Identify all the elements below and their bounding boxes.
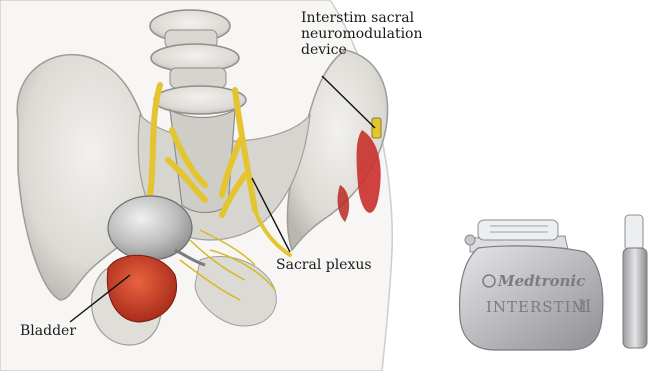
device-label-line3: device xyxy=(301,42,491,58)
device-label-line1: Interstim sacral xyxy=(301,10,491,26)
interstim-device-front: Medtronic INTERSTIM II xyxy=(460,220,603,350)
device-model: INTERSTIM xyxy=(486,298,588,316)
device-brand: Medtronic xyxy=(497,272,585,290)
device-model-suffix: II xyxy=(578,297,591,317)
device-label-line2: neuromodulation xyxy=(301,26,491,42)
interstim-device-side xyxy=(623,215,647,348)
sacral-plexus-label: Sacral plexus xyxy=(276,257,372,273)
implant-in-body xyxy=(372,118,381,138)
device-label: Interstim sacral neuromodulation device xyxy=(301,10,491,58)
bladder-label: Bladder xyxy=(20,323,76,339)
